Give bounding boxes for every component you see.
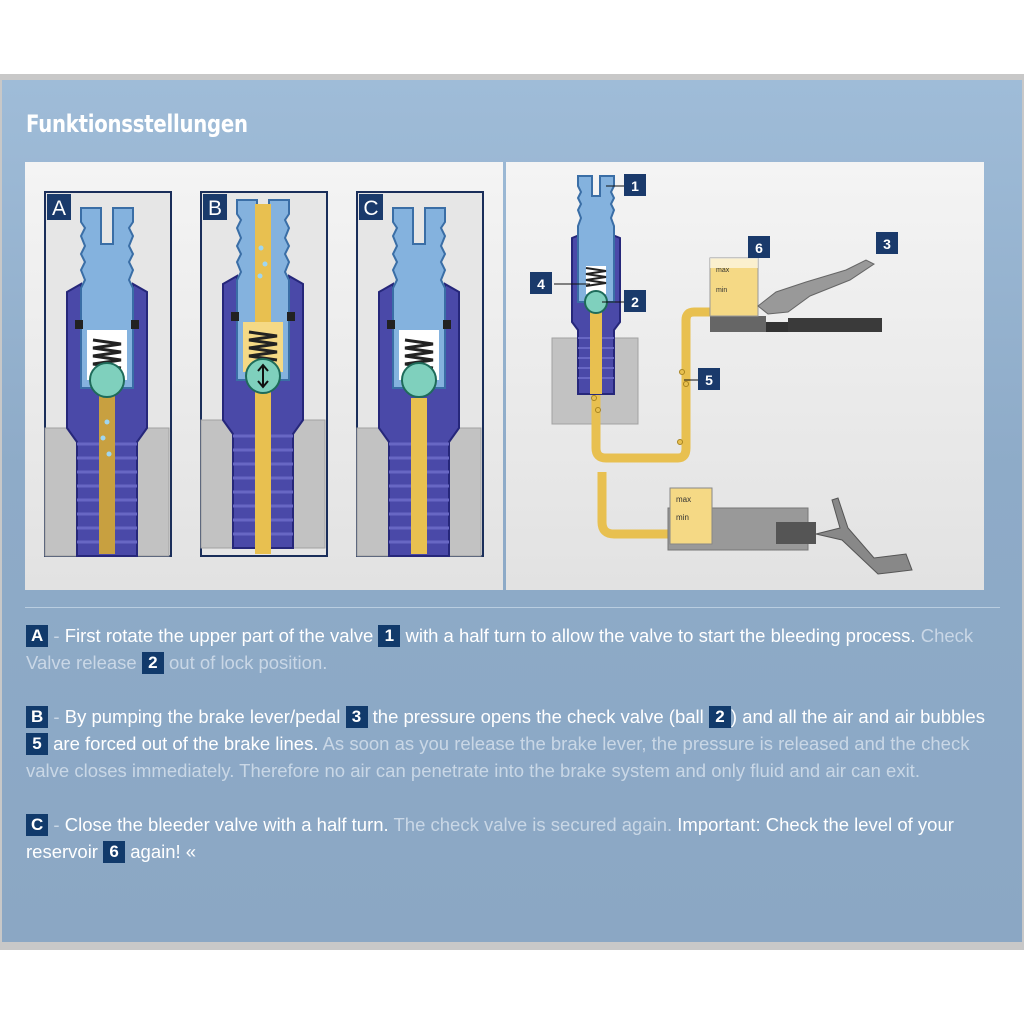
step-a-ref-2: 2 bbox=[141, 652, 164, 674]
brake-system-svg: max min max min 1 2 3 bbox=[530, 174, 913, 575]
top-reservoir-max-label: max bbox=[716, 267, 730, 274]
callout-4: 4 bbox=[537, 276, 545, 292]
section-title: Funktionsstellungen bbox=[26, 110, 248, 138]
step-c-note: The check valve is secured again. bbox=[388, 814, 673, 835]
bottom-reservoir-min-label: min bbox=[676, 513, 689, 522]
valve-panel-b: B bbox=[199, 191, 328, 557]
step-b-note: As soon as you release the brake lever, … bbox=[26, 733, 970, 781]
step-b-text-4: are forced out of the brake lines. bbox=[48, 733, 319, 754]
valve-panel-a: A bbox=[43, 191, 172, 558]
step-b-text-3: ) and all the air and air bubbles bbox=[730, 706, 985, 727]
valve-panel-c-letter: C bbox=[363, 197, 378, 220]
step-c: C - Close the bleeder valve with a half … bbox=[26, 811, 986, 865]
function-positions-panel: Funktionsstellungen bbox=[2, 80, 1022, 942]
step-b-ref-5: 5 bbox=[26, 733, 48, 755]
step-b-sep: - bbox=[48, 706, 65, 727]
step-a-sep: - bbox=[48, 625, 65, 646]
step-c-text-2: Important: Check the level of your reser… bbox=[26, 814, 954, 862]
step-c-text-1: Close the bleeder valve with a half turn… bbox=[64, 814, 389, 835]
brake-system-illustration: max min max min 1 2 3 bbox=[506, 162, 984, 590]
callout-3: 3 bbox=[883, 236, 891, 252]
step-a-note-2: out of lock position. bbox=[163, 652, 328, 673]
step-c-ref-6: 6 bbox=[103, 841, 126, 863]
step-c-text-3: again! « bbox=[125, 841, 197, 862]
section-divider bbox=[25, 607, 1000, 608]
valve-panel-b-letter: B bbox=[208, 197, 222, 220]
step-b-text-1: By pumping the brake lever/pedal bbox=[64, 706, 346, 727]
valve-positions-svg: A B bbox=[43, 191, 484, 558]
valve-panel-c: C bbox=[355, 191, 484, 558]
step-b-badge: B bbox=[26, 706, 49, 728]
step-descriptions: A - First rotate the upper part of the v… bbox=[26, 622, 986, 892]
callout-1: 1 bbox=[631, 178, 639, 194]
callout-2: 2 bbox=[631, 294, 639, 310]
callout-5: 5 bbox=[705, 372, 713, 388]
step-b-ref-3: 3 bbox=[345, 706, 368, 728]
content-frame: Funktionsstellungen bbox=[0, 74, 1024, 950]
top-reservoir-min-label: min bbox=[716, 287, 727, 294]
valve-positions-illustration: A B bbox=[25, 162, 503, 590]
step-a-text-2: with a half turn to allow the valve to s… bbox=[400, 625, 916, 646]
step-a-badge: A bbox=[26, 625, 49, 647]
step-a: A - First rotate the upper part of the v… bbox=[26, 622, 986, 676]
step-c-badge: C bbox=[26, 814, 49, 836]
step-b-ref-2: 2 bbox=[708, 706, 731, 728]
step-b-text-2: the pressure opens the check valve (ball bbox=[367, 706, 709, 727]
step-b: B - By pumping the brake lever/pedal 3 t… bbox=[26, 703, 986, 784]
valve-panel-a-letter: A bbox=[52, 197, 66, 220]
step-c-sep: - bbox=[48, 814, 65, 835]
step-a-text-1: First rotate the upper part of the valve bbox=[64, 625, 379, 646]
bottom-reservoir-max-label: max bbox=[676, 495, 691, 504]
callout-6: 6 bbox=[755, 240, 763, 256]
step-a-ref-1: 1 bbox=[378, 625, 401, 647]
step-a-note-1: Check Valve release bbox=[26, 625, 974, 673]
